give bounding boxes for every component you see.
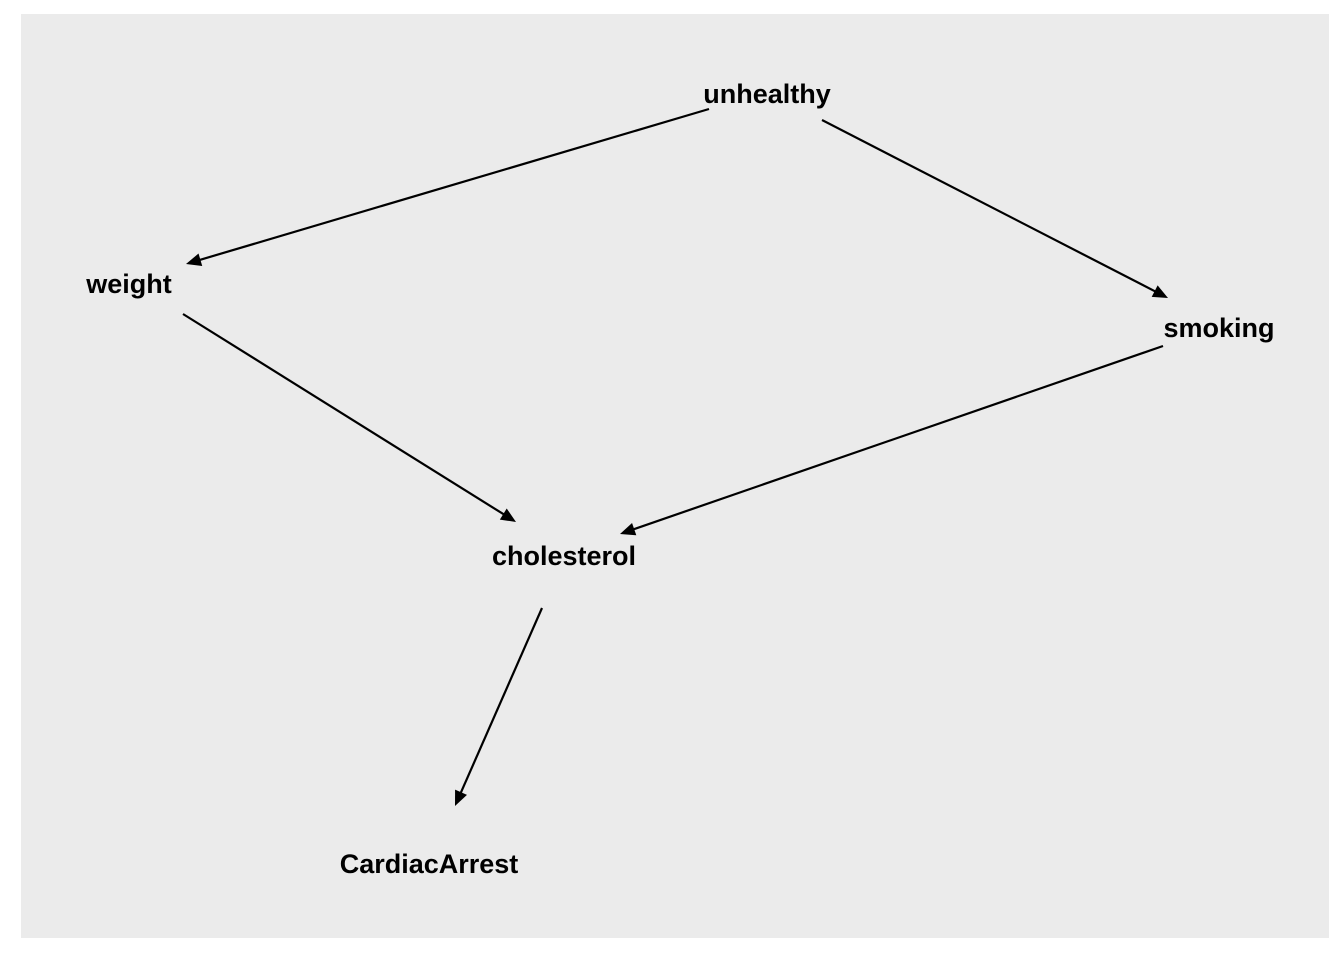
- diagram-panel: [21, 14, 1329, 938]
- arrowhead-icon: [1151, 285, 1168, 298]
- edge-line: [182, 313, 506, 517]
- edge-unhealthy-to-smoking: [821, 119, 1168, 298]
- edges-layer: [182, 107, 1168, 806]
- edge-line: [631, 344, 1164, 531]
- edge-line: [198, 107, 710, 262]
- arrowhead-icon: [499, 508, 516, 522]
- edge-smoking-to-cholesterol: [620, 344, 1164, 536]
- node-unhealthy: unhealthy: [703, 79, 831, 109]
- edge-weight-to-cholesterol: [182, 313, 516, 522]
- nodes-layer: unhealthy weight smoking cholesterol Car…: [85, 79, 1274, 879]
- node-smoking: smoking: [1163, 313, 1274, 343]
- node-weight: weight: [85, 269, 172, 299]
- node-cholesterol: cholesterol: [492, 541, 636, 571]
- edge-line: [459, 607, 544, 795]
- edge-unhealthy-to-weight: [186, 107, 710, 266]
- arrowhead-icon: [186, 253, 203, 266]
- arrowhead-icon: [455, 789, 467, 806]
- node-cardiacarrest: CardiacArrest: [340, 849, 519, 879]
- edge-line: [821, 119, 1157, 294]
- arrowhead-icon: [620, 522, 637, 536]
- edge-cholesterol-to-cardiacarrest: [455, 607, 544, 806]
